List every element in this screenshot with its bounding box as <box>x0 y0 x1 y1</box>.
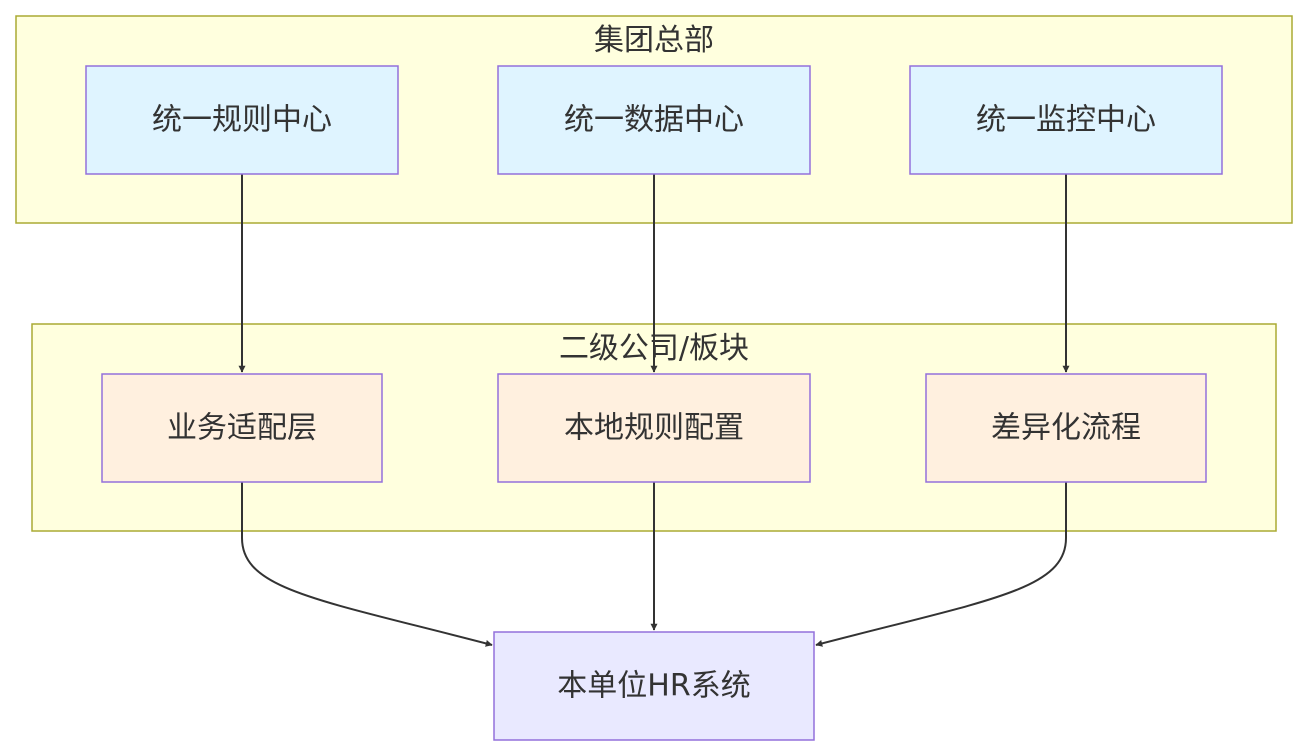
edge-diff-process-to-local-hr <box>815 482 1067 647</box>
node-diff-process-label: 差异化流程 <box>991 411 1141 446</box>
node-rules-center-box[interactable] <box>85 65 399 175</box>
node-monitor-center-label: 统一监控中心 <box>976 103 1156 138</box>
node-local-rules-box[interactable] <box>497 373 811 483</box>
edges <box>238 174 1070 647</box>
node-local-hr-box[interactable] <box>493 631 815 741</box>
group-hq-title: 集团总部 <box>594 23 714 58</box>
node-local-rules-label: 本地规则配置 <box>564 411 744 446</box>
node-rules-center-label: 统一规则中心 <box>152 103 332 138</box>
node-data-center-label: 统一数据中心 <box>564 103 744 138</box>
node-rules-center[interactable]: 统一规则中心 <box>85 65 399 175</box>
node-business-adapter-box[interactable] <box>101 373 383 483</box>
node-data-center-box[interactable] <box>497 65 811 175</box>
node-local-hr[interactable]: 本单位HR系统 <box>493 631 815 741</box>
node-diff-process-box[interactable] <box>925 373 1207 483</box>
node-monitor-center-box[interactable] <box>909 65 1223 175</box>
node-business-adapter[interactable]: 业务适配层 <box>101 373 383 483</box>
node-diff-process[interactable]: 差异化流程 <box>925 373 1207 483</box>
node-local-hr-label: 本单位HR系统 <box>557 669 750 704</box>
node-monitor-center[interactable]: 统一监控中心 <box>909 65 1223 175</box>
node-data-center[interactable]: 统一数据中心 <box>497 65 811 175</box>
node-business-adapter-label: 业务适配层 <box>167 411 317 446</box>
edge-business-adapter-to-local-hr <box>241 482 493 647</box>
node-local-rules[interactable]: 本地规则配置 <box>497 373 811 483</box>
